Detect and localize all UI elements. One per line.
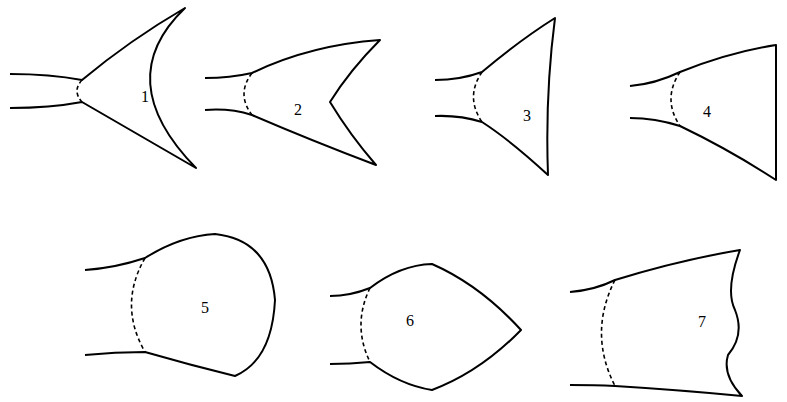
double-emarginate-tail xyxy=(570,250,742,396)
callout-number: 3 xyxy=(523,108,531,124)
callout-number: 1 xyxy=(141,89,149,105)
callout-number: 5 xyxy=(201,300,209,316)
lunate-tail xyxy=(10,8,196,168)
truncate-tail xyxy=(630,45,776,180)
callout-number: 6 xyxy=(406,313,414,329)
rounded-tail xyxy=(85,234,275,376)
callout-number: 2 xyxy=(294,102,302,118)
callout-number: 4 xyxy=(703,104,711,120)
pointed-tail xyxy=(330,264,521,390)
emarginate-tail xyxy=(435,18,555,175)
callout-number: 7 xyxy=(698,314,706,330)
forked-tail xyxy=(205,40,380,165)
